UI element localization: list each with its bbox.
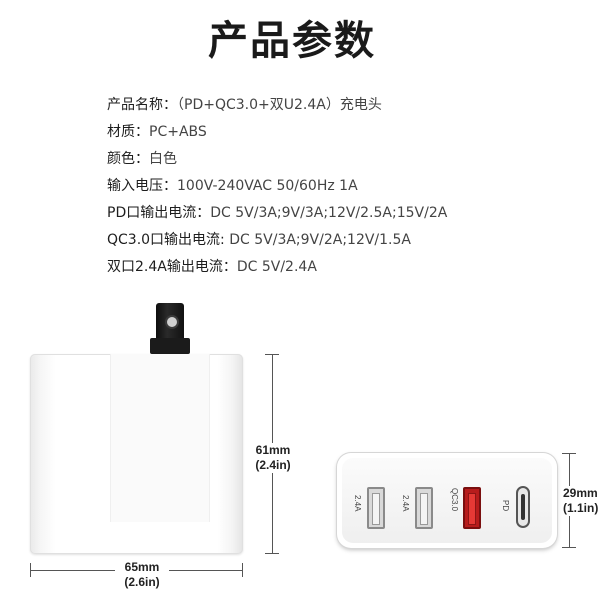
height-dim-cap-bottom <box>265 553 279 554</box>
spec-label: 颜色： <box>107 151 149 167</box>
spec-label: 输入电压： <box>107 178 177 194</box>
charger-side-strip <box>110 354 210 522</box>
spec-label: QC3.0口输出电流: <box>107 232 225 248</box>
width-in: (2.6in) <box>124 575 160 589</box>
charger-front-face: 2.4A 2.4A QC3.0 PD <box>342 458 552 543</box>
height-mm: 61mm <box>255 443 291 457</box>
spec-value: DC 5V/2.4A <box>236 259 317 275</box>
port-label: 2.4A <box>401 495 410 512</box>
width-dim-cap-right <box>242 563 243 577</box>
spec-row-dual-output: 双口2.4A输出电流：DC 5V/2.4A <box>107 254 597 281</box>
spec-value: PC+ABS <box>149 124 207 140</box>
spec-value: 白色 <box>149 151 177 167</box>
page-title: 产品参数 <box>208 18 376 64</box>
usb-a-qc-port-icon <box>463 487 481 529</box>
charger-front-image: 2.4A 2.4A QC3.0 PD <box>337 453 557 548</box>
spec-value: （PD+QC3.0+双U2.4A）充电头 <box>177 97 382 113</box>
thickness-mm: 29mm <box>563 486 598 500</box>
spec-label: 双口2.4A输出电流： <box>107 259 237 275</box>
spec-row-product-name: 产品名称：（PD+QC3.0+双U2.4A）充电头 <box>107 92 597 119</box>
usb-a-port-2-icon <box>415 487 433 529</box>
thickness-in: (1.1in) <box>563 501 599 515</box>
prong-hole <box>165 315 179 329</box>
width-dim-label: 65mm (2.6in) <box>115 560 169 590</box>
port-label: PD <box>501 500 510 512</box>
usb-c-port-icon <box>516 486 530 528</box>
spec-row-color: 颜色：白色 <box>107 146 597 173</box>
charger-side-image <box>30 354 243 554</box>
port-label: QC3.0 <box>450 488 459 512</box>
thickness-dim-label: 29mm (1.1in) <box>563 486 600 516</box>
height-in: (2.4in) <box>255 458 291 472</box>
spec-value: 100V-240VAC 50/60Hz 1A <box>177 178 358 194</box>
spec-value: DC 5V/3A;9V/3A;12V/2.5A;15V/2A <box>210 205 448 221</box>
width-mm: 65mm <box>124 560 160 574</box>
spec-row-qc-output: QC3.0口输出电流: DC 5V/3A;9V/2A;12V/1.5A <box>107 227 597 254</box>
spec-label: 材质： <box>107 124 149 140</box>
usb-a-port-1-icon <box>367 487 385 529</box>
plug-base-image <box>150 338 190 354</box>
spec-row-material: 材质：PC+ABS <box>107 119 597 146</box>
height-dim-label: 61mm (2.4in) <box>250 443 296 473</box>
spec-row-pd-output: PD口输出电流：DC 5V/3A;9V/3A;12V/2.5A;15V/2A <box>107 200 597 227</box>
spec-label: PD口输出电流： <box>107 205 211 221</box>
port-label: 2.4A <box>353 495 362 512</box>
spec-list: 产品名称：（PD+QC3.0+双U2.4A）充电头 材质：PC+ABS 颜色：白… <box>107 92 597 281</box>
spec-row-input-voltage: 输入电压：100V-240VAC 50/60Hz 1A <box>107 173 597 200</box>
spec-label: 产品名称： <box>107 97 177 113</box>
thickness-dim-cap-bottom <box>562 547 576 548</box>
spec-value: DC 5V/3A;9V/2A;12V/1.5A <box>224 232 411 248</box>
